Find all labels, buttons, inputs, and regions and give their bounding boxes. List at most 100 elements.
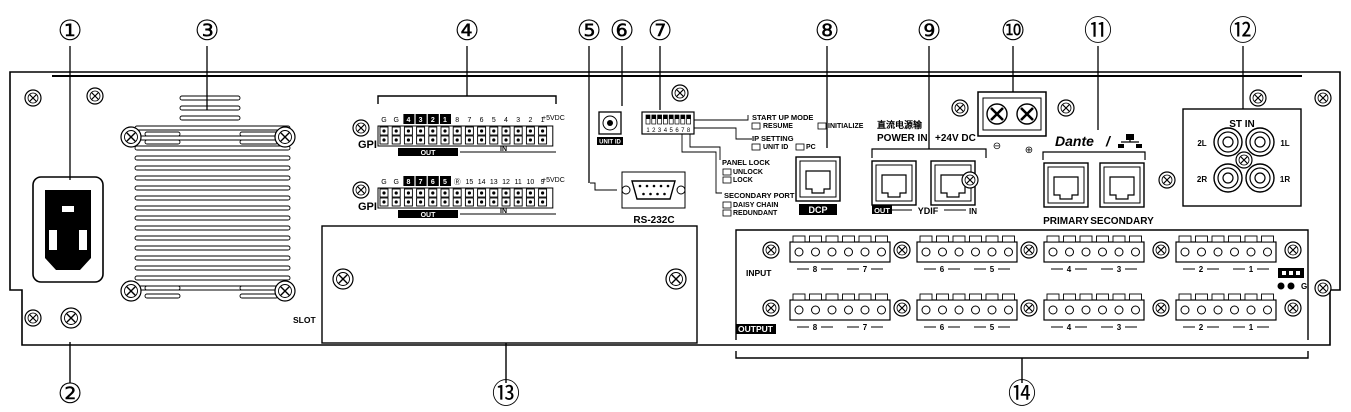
rs232c-pin	[649, 192, 652, 196]
dip-key-number: 2	[652, 128, 656, 134]
gpi-out-highlight	[403, 176, 415, 186]
gpi-pin-number: 5	[443, 179, 447, 186]
dip-key-number: 7	[681, 128, 685, 134]
start-up-mode-label: START UP MODE	[752, 113, 813, 122]
st-in-label: ST IN	[1229, 119, 1255, 130]
rs232c-pin	[642, 192, 645, 196]
rs232c-pin	[663, 192, 666, 196]
panel-lock-label: PANEL LOCK	[722, 158, 771, 167]
euroblock-pin	[794, 247, 804, 257]
channel-number: 2	[1199, 265, 1204, 274]
vent-slot	[134, 145, 291, 151]
gpi-label-1: GPI	[358, 139, 377, 151]
gpi-pin	[501, 197, 511, 207]
euroblock-tab	[1129, 293, 1142, 301]
dip-key-number: 6	[675, 128, 679, 134]
dip-key-toggle	[669, 115, 674, 119]
channel-number: 4	[1067, 265, 1072, 274]
st-in-1r-label: 1R	[1280, 175, 1290, 184]
gpi-out-highlight	[440, 114, 451, 124]
channel-number: 6	[940, 265, 945, 274]
gpi-pin	[464, 126, 474, 136]
resume-label: RESUME	[763, 123, 793, 130]
euroblock-pin	[987, 305, 997, 315]
gpi-out-label-1: OUT	[421, 150, 437, 157]
lock-label: LOCK	[733, 177, 753, 184]
channel-number: 8	[813, 323, 818, 332]
gpi-pin-number: 13	[490, 179, 498, 186]
gpi-out-highlight	[440, 176, 451, 186]
gpi-pin	[477, 188, 487, 198]
euroblock-tab	[792, 293, 806, 301]
gpi-pin	[477, 126, 487, 136]
euroblock-tab	[1002, 235, 1015, 243]
euroblock-pin	[1048, 247, 1058, 257]
input-label: INPUT	[746, 268, 772, 278]
channel-number: 5	[990, 265, 995, 274]
callout-7: ⑦	[647, 15, 672, 46]
io-screw	[1020, 241, 1038, 259]
gpi-pin	[501, 135, 511, 145]
euroblock-tab	[1195, 235, 1208, 243]
rs232c-pin	[659, 184, 663, 188]
vent-slot	[134, 225, 291, 231]
io-screw	[1020, 299, 1038, 317]
euroblock-pin	[877, 305, 886, 315]
initialize-label: INITIALIZE	[828, 123, 864, 130]
power-plus-symbol: ⊕	[1025, 145, 1033, 156]
gpi-pin-number: 6	[431, 179, 435, 186]
power-in-zh-label: 直流电源输	[877, 119, 923, 130]
daisy-chain-label: DAISY CHAIN	[733, 202, 778, 209]
gpi-pin	[464, 135, 474, 145]
euroblock-tab	[1211, 293, 1225, 301]
gpi-pin	[538, 126, 548, 136]
gpi-pin	[452, 188, 462, 198]
dip-key-toggle	[675, 115, 679, 119]
gpi-pin-number: 3	[419, 117, 423, 124]
gpi-pin	[513, 197, 523, 207]
unlock-label: UNLOCK	[733, 169, 763, 176]
vent-slot	[179, 115, 241, 121]
vent-slot	[134, 185, 291, 191]
euroblock-connector	[789, 241, 891, 263]
vent-slot	[134, 205, 291, 211]
gpi-pin-number: 5	[492, 117, 496, 124]
power-in-label: POWER IN	[877, 133, 928, 144]
euroblock-tab	[809, 293, 822, 301]
gpi-vdc-label-1: +5VDC	[542, 115, 565, 122]
euroblock-pin	[794, 305, 804, 315]
euroblock-tab	[1228, 293, 1241, 301]
vent-slot	[144, 139, 181, 145]
euroblock-tab	[936, 293, 949, 301]
euroblock-tab	[952, 235, 966, 243]
euroblock-tab	[858, 235, 872, 243]
euroblock-tab	[792, 235, 806, 243]
callout-13: ⑬	[492, 378, 520, 409]
network-icon	[1118, 134, 1142, 148]
dip-key-number: 4	[664, 128, 668, 134]
callout-4: ④	[454, 15, 479, 46]
channel-number: 3	[1117, 323, 1122, 332]
power-voltage-label: +24V DC	[935, 133, 976, 144]
callout-14: ⑭	[1008, 378, 1036, 409]
callout-10: ⑩	[1000, 15, 1025, 46]
euroblock-tab	[1002, 293, 1015, 301]
vent-slot	[134, 175, 291, 181]
euroblock-pin	[827, 247, 837, 257]
channel-number: 4	[1067, 323, 1072, 332]
euroblock-tab	[985, 235, 999, 243]
euroblock-pin	[954, 247, 964, 257]
gpi-pin	[403, 188, 413, 198]
dcp-label: DCP	[808, 205, 827, 215]
callout-1: ①	[57, 15, 82, 46]
vent-slot	[134, 275, 291, 281]
gpi-pin	[538, 188, 548, 198]
euroblock-pin	[877, 247, 886, 257]
gpi-terminal-block	[377, 125, 554, 147]
gpi-pin	[416, 135, 426, 145]
euroblock-connector	[789, 299, 891, 321]
vent-slot	[179, 105, 241, 111]
gpi-pin	[513, 126, 523, 136]
